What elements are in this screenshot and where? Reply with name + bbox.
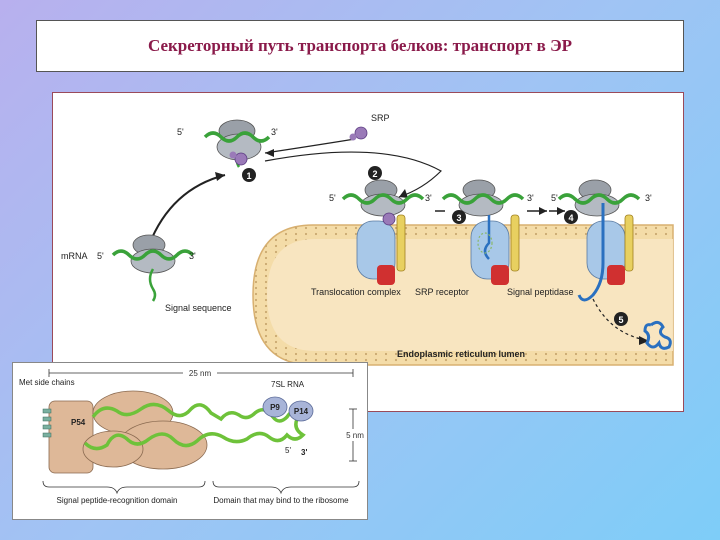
- domain-bracket-left: Signal peptide-recognition domain: [42, 480, 206, 505]
- svg-text:P9: P9: [270, 403, 280, 412]
- label-c1-5prime: 5': [329, 193, 336, 203]
- srp-particle: [349, 126, 368, 141]
- dimension-5nm: 5 nm: [341, 408, 367, 462]
- step-marker-1: 1: [242, 168, 256, 182]
- svg-text:P14: P14: [294, 407, 309, 416]
- label-c3-3prime: 3': [645, 193, 652, 203]
- label-5prime: 5': [285, 446, 291, 455]
- label-3prime: 3': [301, 448, 307, 457]
- ribosome-srp-bound: [203, 119, 271, 168]
- arrow-step-5: [592, 298, 642, 340]
- translocating-ribosome: [441, 179, 525, 285]
- protein-p9: P9: [262, 396, 288, 418]
- svg-text:Translocation complex: Translocation complex: [311, 287, 401, 297]
- svg-text:4: 4: [568, 213, 573, 223]
- ribosome-free: [111, 234, 195, 302]
- srp-structure-diagram: 25 nm Met side chains P9 P14: [12, 362, 368, 520]
- step-marker-2: 2: [368, 166, 382, 180]
- step-marker-5: 5: [614, 312, 628, 326]
- label-7sl-rna: 7SL RNA: [271, 380, 305, 389]
- step-marker-3: 3: [452, 210, 466, 224]
- srp-translocon-complex: [341, 179, 425, 285]
- label-mrna-3prime: 3': [189, 251, 196, 261]
- label-met-side-chains: Met side chains: [19, 378, 75, 387]
- elongating-ribosome: [557, 179, 641, 302]
- label-signal-sequence: Signal sequence: [165, 303, 232, 313]
- label-top-3prime: 3': [271, 127, 278, 137]
- label-p54: P54: [71, 418, 86, 427]
- label-domain-right: Domain that may bind to the ribosome: [213, 496, 349, 505]
- svg-text:3: 3: [456, 213, 461, 223]
- dimension-25nm: 25 nm: [48, 367, 354, 379]
- label-er-lumen: Endoplasmic reticulum lumen: [397, 349, 525, 359]
- title-box: Секреторный путь транспорта белков: тран…: [36, 20, 684, 72]
- domain-bracket-right: Domain that may bind to the ribosome: [212, 480, 360, 505]
- label-srp-receptor: SRP receptor: [415, 287, 469, 297]
- label-translocation-complex: Translocation complex: [311, 287, 401, 297]
- svg-text:25 nm: 25 nm: [189, 369, 212, 378]
- arrow-step-1: [148, 174, 226, 246]
- label-signal-peptidase: Signal peptidase: [507, 287, 574, 297]
- folded-protein: [643, 320, 672, 350]
- label-srp: SRP: [371, 113, 390, 123]
- svg-text:5: 5: [618, 315, 623, 325]
- rna-7sl-strand: [83, 402, 306, 451]
- label-top-5prime: 5': [177, 127, 184, 137]
- svg-text:1: 1: [246, 171, 251, 181]
- srp-structure-svg: 25 nm Met side chains P9 P14: [19, 367, 367, 505]
- label-mrna: mRNA: [61, 251, 88, 261]
- arrow-srp-recycle: [264, 138, 356, 154]
- label-c2-3prime: 3': [527, 193, 534, 203]
- met-side-chains: [42, 408, 52, 438]
- svg-text:2: 2: [372, 169, 377, 179]
- protein-p14: P14: [288, 400, 314, 422]
- label-c1-3prime: 3': [425, 193, 432, 203]
- page-title: Секреторный путь транспорта белков: тран…: [147, 36, 572, 55]
- srp-pathway-diagram: 1 2 3 4 5 SRP mRNA 5' 3' 5' 3' 5' 3' 3' …: [52, 92, 684, 412]
- label-domain-left: Signal peptide-recognition domain: [57, 496, 178, 505]
- label-c3-5prime: 5': [551, 193, 558, 203]
- signal-recognition-domain: [48, 390, 208, 474]
- svg-text:5 nm: 5 nm: [346, 431, 364, 440]
- srp-pathway-svg: 1 2 3 4 5 SRP mRNA 5' 3' 5' 3' 5' 3' 3' …: [61, 113, 674, 366]
- step-marker-4: 4: [564, 210, 578, 224]
- arrow-step-2: [264, 151, 442, 198]
- label-mrna-5prime: 5': [97, 251, 104, 261]
